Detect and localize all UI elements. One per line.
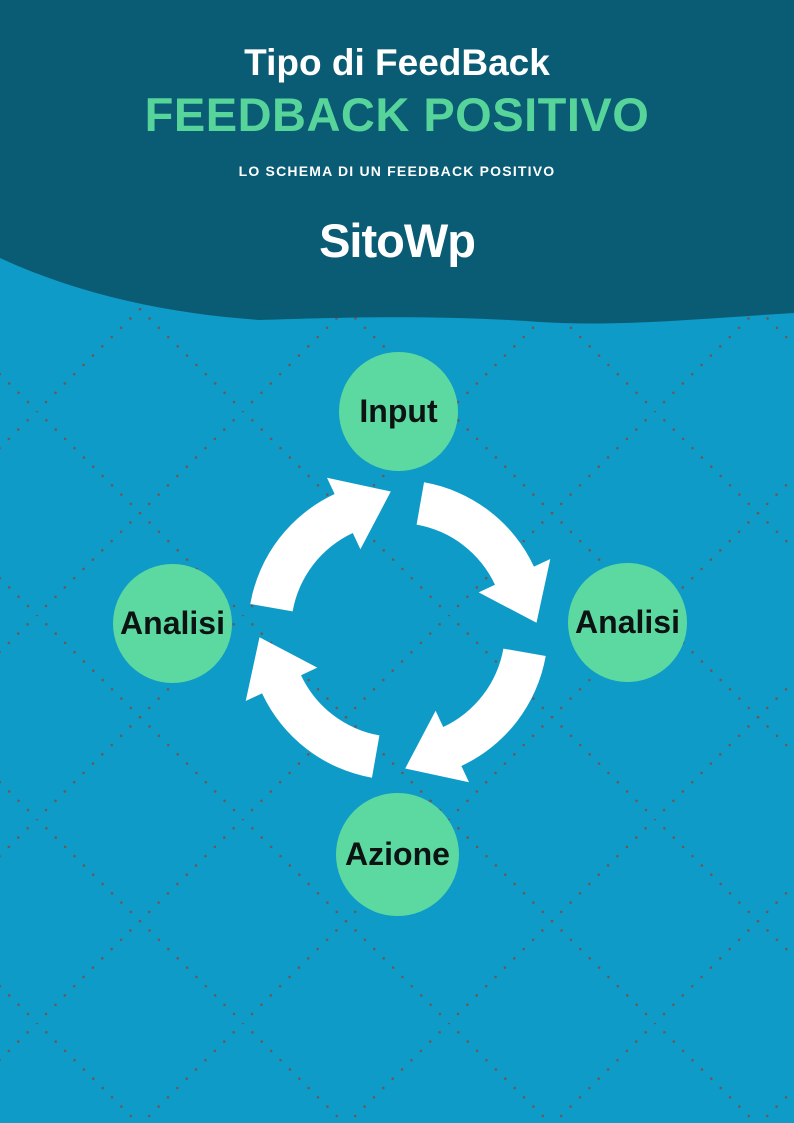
header-wave-shape — [0, 0, 794, 324]
cycle-arrow-bottom-left-icon — [245, 637, 380, 778]
cycle-arrow-top-right-icon — [416, 482, 551, 623]
node-analisi-right-label: Analisi — [575, 604, 680, 640]
node-input: Input — [339, 352, 458, 471]
cycle-arrow-bottom-right-icon — [405, 648, 546, 783]
node-input-label: Input — [359, 393, 438, 429]
page-heading: FEEDBACK POSITIVO — [144, 88, 650, 141]
node-analisi-right: Analisi — [568, 563, 687, 682]
page-subtitle: LO SCHEMA DI UN FEEDBACK POSITIVO — [238, 163, 556, 179]
node-azione: Azione — [336, 793, 459, 916]
sitowp-logo: SitoWp — [319, 214, 476, 267]
cycle-arrows-icon — [245, 477, 551, 783]
node-analisi-left: Analisi — [113, 564, 232, 683]
cycle-arrow-top-left-icon — [250, 477, 391, 612]
node-azione-label: Azione — [345, 836, 450, 872]
page-title: Tipo di FeedBack — [244, 42, 550, 83]
node-analisi-left-label: Analisi — [120, 605, 225, 641]
